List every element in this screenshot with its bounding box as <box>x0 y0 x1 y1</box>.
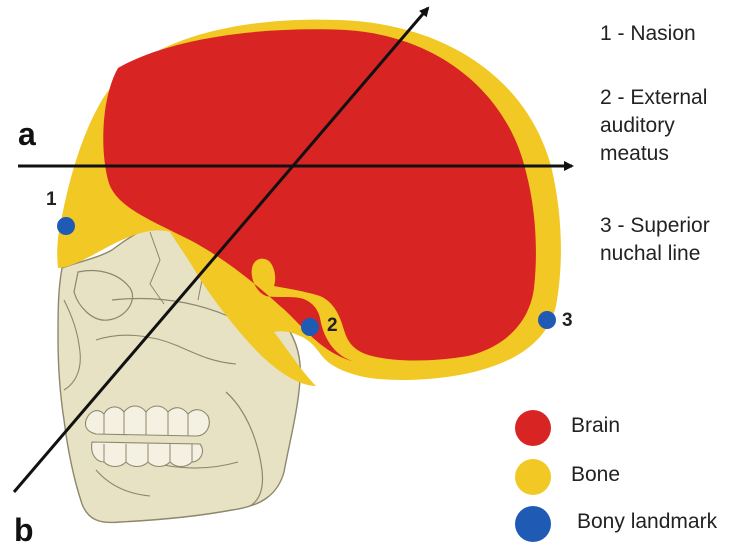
key-line: auditory <box>600 112 707 140</box>
bone-swatch-icon <box>515 459 551 495</box>
landmark-number-1: 1 <box>46 190 57 210</box>
landmark-number-2: 2 <box>327 316 338 336</box>
key-line: nuchal line <box>600 240 710 268</box>
landmark-swatch-icon <box>515 506 551 542</box>
axis-label-b: b <box>14 514 34 546</box>
legend-label: Brain <box>571 414 620 438</box>
key-line: 2 - External <box>600 84 707 112</box>
key-line: meatus <box>600 140 707 168</box>
brain-swatch-icon <box>515 410 551 446</box>
legend-label: Bone <box>571 463 620 487</box>
landmark-2-external-auditory-meatus-marker <box>301 318 319 336</box>
key-entry-nasion: 1 - Nasion <box>600 20 696 48</box>
key-line: 3 - Superior <box>600 212 710 240</box>
key-entry-superior-nuchal-line: 3 - Superior nuchal line <box>600 212 710 268</box>
axis-label-a: a <box>18 118 36 150</box>
key-entry-external-auditory-meatus: 2 - External auditory meatus <box>600 84 707 168</box>
legend-label: Bony landmark <box>577 510 717 534</box>
landmark-3-superior-nuchal-line-marker <box>538 311 556 329</box>
key-line: 1 - Nasion <box>600 20 696 48</box>
landmark-number-3: 3 <box>562 311 573 331</box>
landmark-1-nasion-marker <box>57 217 75 235</box>
